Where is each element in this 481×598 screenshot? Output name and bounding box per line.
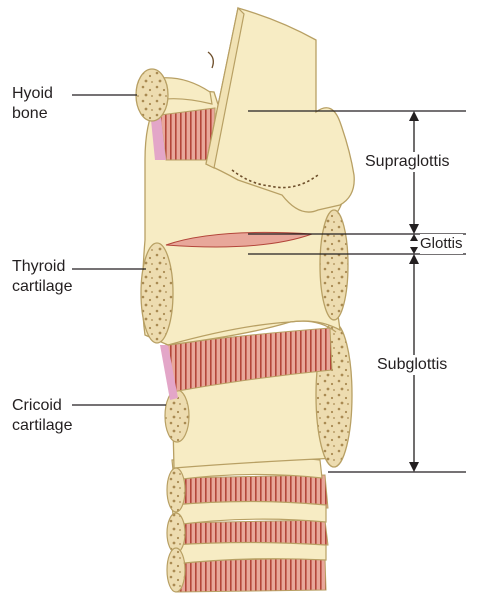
ring-cut-3 <box>167 548 185 592</box>
label-cricoid-cartilage: Cricoid cartilage <box>12 396 72 436</box>
label-cricoid-line-2: cartilage <box>12 416 72 436</box>
arrowhead-subglottis-down <box>409 462 419 472</box>
label-thyroid-line-1: Thyroid <box>12 257 72 277</box>
thyroid-cut-right <box>320 210 348 320</box>
label-thyroid-cartilage: Thyroid cartilage <box>12 257 72 297</box>
thyrohyoid-membrane <box>160 108 215 160</box>
thyroid-cut-left <box>141 243 173 343</box>
hyoid-cut <box>136 69 168 121</box>
epiglottis-fold <box>208 52 213 68</box>
label-hyoid-bone: Hyoid bone <box>12 84 53 124</box>
label-cricoid-line-1: Cricoid <box>12 396 72 416</box>
label-subglottis: Subglottis <box>376 355 448 375</box>
arrowhead-glottis-up <box>410 234 418 241</box>
label-glottis: Glottis <box>420 234 463 254</box>
arrowhead-subglottis-up <box>409 254 419 264</box>
arrowhead-supraglottis-up <box>409 111 419 121</box>
label-supraglottis: Supraglottis <box>364 152 451 172</box>
label-hyoid-line-1: Hyoid <box>12 84 53 104</box>
arrowhead-glottis-down <box>410 247 418 254</box>
label-hyoid-line-2: bone <box>12 104 53 124</box>
tracheal-membrane-3 <box>175 558 326 592</box>
ring-cut-2 <box>167 513 185 553</box>
arrowhead-supraglottis-down <box>409 224 419 234</box>
label-thyroid-line-2: cartilage <box>12 277 72 297</box>
trachea <box>167 456 328 592</box>
ring-cut-1 <box>167 468 185 512</box>
